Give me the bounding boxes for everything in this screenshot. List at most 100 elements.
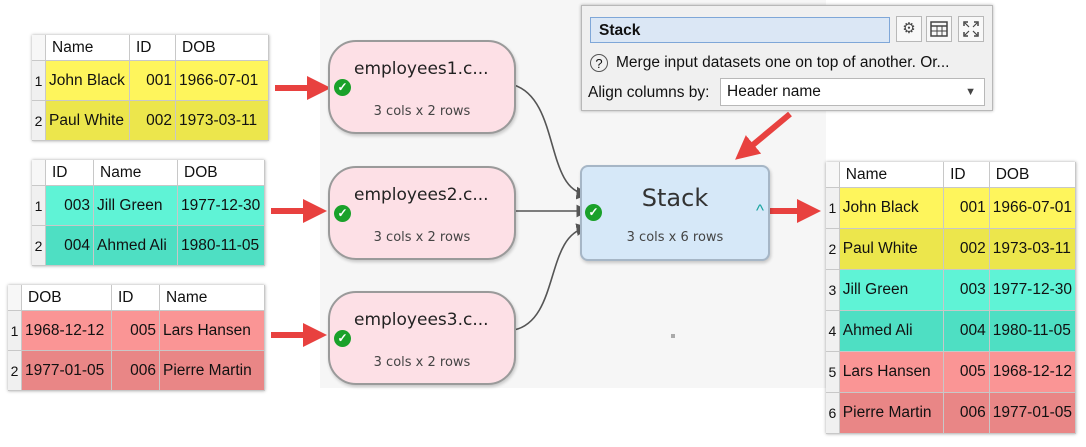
input-node-3[interactable]: employees3.c... ✓ 3 cols x 2 rows: [328, 291, 516, 385]
table-row: 3 Jill Green 003 1977-12-30: [826, 269, 1077, 311]
check-icon: ✓: [334, 330, 351, 347]
table-row: 1 John Black 001 1966-07-01: [826, 187, 1077, 229]
collapse-caret-icon[interactable]: ^: [756, 201, 764, 220]
column-header[interactable]: DOB: [175, 35, 269, 61]
node-title: employees1.c...: [354, 59, 489, 79]
column-header[interactable]: Name: [159, 285, 265, 311]
table-row: 1 1968-12-12 005 Lars Hansen: [8, 310, 265, 351]
node-title: employees3.c...: [354, 310, 489, 330]
cell: Lars Hansen: [159, 310, 265, 351]
input-node-1[interactable]: employees1.c... ✓ 3 cols x 2 rows: [328, 40, 516, 134]
cell: 006: [943, 392, 990, 434]
cell: Jill Green: [839, 269, 945, 311]
stack-properties-panel: Stack ⚙ ? Merge input datasets one on to…: [581, 5, 993, 111]
column-header[interactable]: Name: [93, 160, 178, 186]
cell: 002: [943, 228, 990, 270]
row-number: 2: [32, 225, 46, 266]
stack-subtitle: 3 cols x 6 rows: [626, 230, 724, 245]
cell: 004: [943, 310, 990, 352]
red-arrow-panel: [735, 111, 792, 160]
cell: 1980-11-05: [989, 310, 1077, 352]
fullscreen-icon[interactable]: [958, 16, 984, 42]
row-number: 2: [8, 350, 22, 391]
table-row: 6 Pierre Martin 006 1977-01-05: [826, 392, 1077, 434]
table-row: 1 003 Jill Green 1977-12-30: [32, 185, 265, 226]
table-row: 2 004 Ahmed Ali 1980-11-05: [32, 225, 265, 266]
header-row: ID Name DOB: [32, 160, 265, 186]
canvas-marker: [671, 334, 675, 338]
column-header[interactable]: DOB: [177, 160, 265, 186]
cell: 1968-12-12: [989, 351, 1077, 393]
cell: John Black: [839, 187, 945, 229]
node-title: employees2.c...: [354, 185, 489, 205]
transform-name-field[interactable]: Stack: [590, 17, 890, 43]
cell: Ahmed Ali: [839, 310, 945, 352]
header-row: DOB ID Name: [8, 285, 265, 311]
table-row: 4 Ahmed Ali 004 1980-11-05: [826, 310, 1077, 352]
help-icon[interactable]: ?: [590, 54, 608, 72]
column-header[interactable]: ID: [129, 35, 176, 61]
row-number: 3: [826, 269, 840, 311]
row-number: 2: [32, 100, 46, 141]
table-row: 2 1977-01-05 006 Pierre Martin: [8, 350, 265, 391]
cell: 1977-01-05: [21, 350, 112, 391]
align-columns-label: Align columns by:: [588, 84, 710, 101]
column-header[interactable]: Name: [45, 35, 130, 61]
node-subtitle: 3 cols x 2 rows: [373, 355, 471, 370]
cell: 004: [45, 225, 94, 266]
table-row: 2 Paul White 002 1973-03-11: [826, 228, 1077, 270]
cell: 1977-12-30: [989, 269, 1077, 311]
column-header[interactable]: DOB: [989, 162, 1077, 188]
column-header[interactable]: ID: [943, 162, 990, 188]
align-columns-value: Header name: [727, 83, 821, 100]
cell: 005: [943, 351, 990, 393]
cell: 1968-12-12: [21, 310, 112, 351]
check-icon: ✓: [334, 79, 351, 96]
cell: 1977-01-05: [989, 392, 1077, 434]
stack-node[interactable]: Stack ✓ ^ 3 cols x 6 rows: [580, 165, 770, 261]
cell: Paul White: [45, 100, 130, 141]
cell: 002: [129, 100, 176, 141]
header-row: Name ID DOB: [32, 35, 269, 61]
column-header[interactable]: Name: [839, 162, 945, 188]
cell: 1973-03-11: [175, 100, 269, 141]
row-number: 1: [8, 310, 22, 351]
cell: 1966-07-01: [989, 187, 1077, 229]
cell: 003: [45, 185, 94, 226]
input-node-2[interactable]: employees2.c... ✓ 3 cols x 2 rows: [328, 166, 516, 260]
cell: 006: [111, 350, 160, 391]
table-row: 2 Paul White 002 1973-03-11: [32, 100, 269, 141]
row-number: 6: [826, 392, 840, 434]
check-icon: ✓: [334, 205, 351, 222]
cell: 001: [129, 60, 176, 101]
cell: 005: [111, 310, 160, 351]
row-number: 1: [32, 185, 46, 226]
header-row: Name ID DOB: [826, 162, 1077, 188]
cell: Ahmed Ali: [93, 225, 178, 266]
input-table-1: Name ID DOB 1 John Black 001 1966-07-01 …: [32, 35, 269, 141]
cell: Lars Hansen: [839, 351, 945, 393]
align-columns-select[interactable]: Header name ▼: [720, 78, 985, 106]
input-table-3: DOB ID Name 1 1968-12-12 005 Lars Hansen…: [8, 285, 265, 391]
table-icon[interactable]: [926, 16, 952, 42]
settings-icon[interactable]: ⚙: [896, 16, 922, 42]
cell: Paul White: [839, 228, 945, 270]
connector-1: [513, 84, 590, 200]
table-row: 1 John Black 001 1966-07-01: [32, 60, 269, 101]
cell: 1977-12-30: [177, 185, 265, 226]
chevron-down-icon: ▼: [965, 86, 976, 98]
transform-description: Merge input datasets one on top of anoth…: [616, 54, 950, 71]
column-header[interactable]: ID: [111, 285, 160, 311]
cell: 1980-11-05: [177, 225, 265, 266]
cell: Jill Green: [93, 185, 178, 226]
row-number: 2: [826, 228, 840, 270]
check-icon: ✓: [585, 204, 602, 221]
row-number: 1: [826, 187, 840, 229]
column-header[interactable]: DOB: [21, 285, 112, 311]
cell: 1973-03-11: [989, 228, 1077, 270]
cell: 1966-07-01: [175, 60, 269, 101]
row-number: 1: [32, 60, 46, 101]
column-header[interactable]: ID: [45, 160, 94, 186]
node-subtitle: 3 cols x 2 rows: [373, 230, 471, 245]
stack-title: Stack: [641, 184, 709, 212]
